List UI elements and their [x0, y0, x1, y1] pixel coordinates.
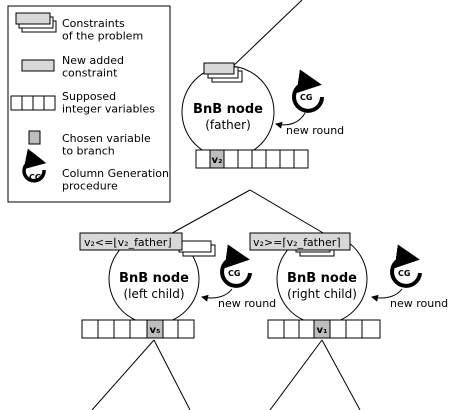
edge-father-right [249, 189, 331, 238]
edge-right-out-2 [321, 339, 361, 410]
text-line: constraint [62, 67, 118, 80]
right-chosen-var: v₁ [317, 325, 328, 336]
edge-left-out-2 [153, 339, 191, 410]
father-constraints-icon [203, 62, 243, 83]
left-constraints-icon [79, 232, 216, 257]
left-node-subtitle: (left child) [123, 287, 184, 301]
text-line: Supposed [62, 90, 116, 103]
left-new-round-label: new round [218, 297, 276, 310]
text-line: to branch [62, 145, 115, 158]
text-line: Chosen variable [62, 132, 151, 145]
new-constraint-icon [21, 59, 55, 72]
text-line: New added [62, 54, 124, 67]
right-constraint-label: v₂>=⌈v₂_father⌉ [253, 236, 341, 249]
right-new-round-arrow [371, 288, 403, 302]
left-chosen-var: v₅ [150, 325, 161, 336]
text-line: Constraints [62, 17, 125, 30]
father-node: BnB node (father) CG new round v₂ [181, 62, 344, 169]
cg-icon: CG [22, 148, 47, 183]
text-line: of the problem [62, 30, 143, 43]
left-variables-array [81, 319, 195, 339]
constraints-stack-icon [15, 12, 57, 33]
right-new-round-label: new round [390, 297, 448, 310]
father-node-subtitle: (father) [205, 118, 251, 132]
cg-icon-label: CG [29, 173, 41, 182]
legend-box [7, 5, 171, 203]
father-node-title: BnB node [193, 102, 263, 117]
edge-right-out-1 [269, 339, 323, 410]
right-node-title: BnB node [287, 271, 357, 286]
integer-variables-icon [10, 95, 56, 111]
right-cg-label: CG [398, 269, 410, 278]
right-variables-array [267, 319, 381, 339]
edge-father-left [164, 189, 251, 238]
father-variables-array [195, 149, 309, 169]
edge-left-out-1 [91, 339, 155, 410]
left-constraint-label: v₂<=⌊v₂_father⌋ [84, 236, 172, 249]
father-new-round-label: new round [286, 124, 344, 137]
left-new-round-arrow [201, 288, 233, 302]
father-cg-icon: CG [292, 69, 324, 113]
tree-edges [91, 0, 361, 410]
left-cg-label: CG [228, 269, 240, 278]
left-child-node: v₂<=⌊v₂_father⌋ BnB node (left child) CG… [79, 232, 276, 339]
chosen-variable-icon [28, 130, 41, 145]
left-node-title: BnB node [119, 271, 189, 286]
text-line: procedure [62, 180, 118, 193]
right-cg-icon: CG [390, 244, 422, 288]
left-cg-icon: CG [220, 244, 252, 288]
edge-to-parent [229, 0, 303, 70]
right-child-node: v₂>=⌈v₂_father⌉ BnB node (right child) C… [249, 232, 448, 339]
text-line: integer variables [62, 103, 155, 116]
text-line: Column Generation [62, 167, 169, 180]
father-new-round-arrow [275, 112, 306, 129]
father-chosen-var: v₂ [212, 155, 223, 166]
right-node-subtitle: (right child) [287, 287, 357, 301]
right-constraints-icon [249, 232, 351, 257]
father-cg-label: CG [300, 93, 312, 102]
